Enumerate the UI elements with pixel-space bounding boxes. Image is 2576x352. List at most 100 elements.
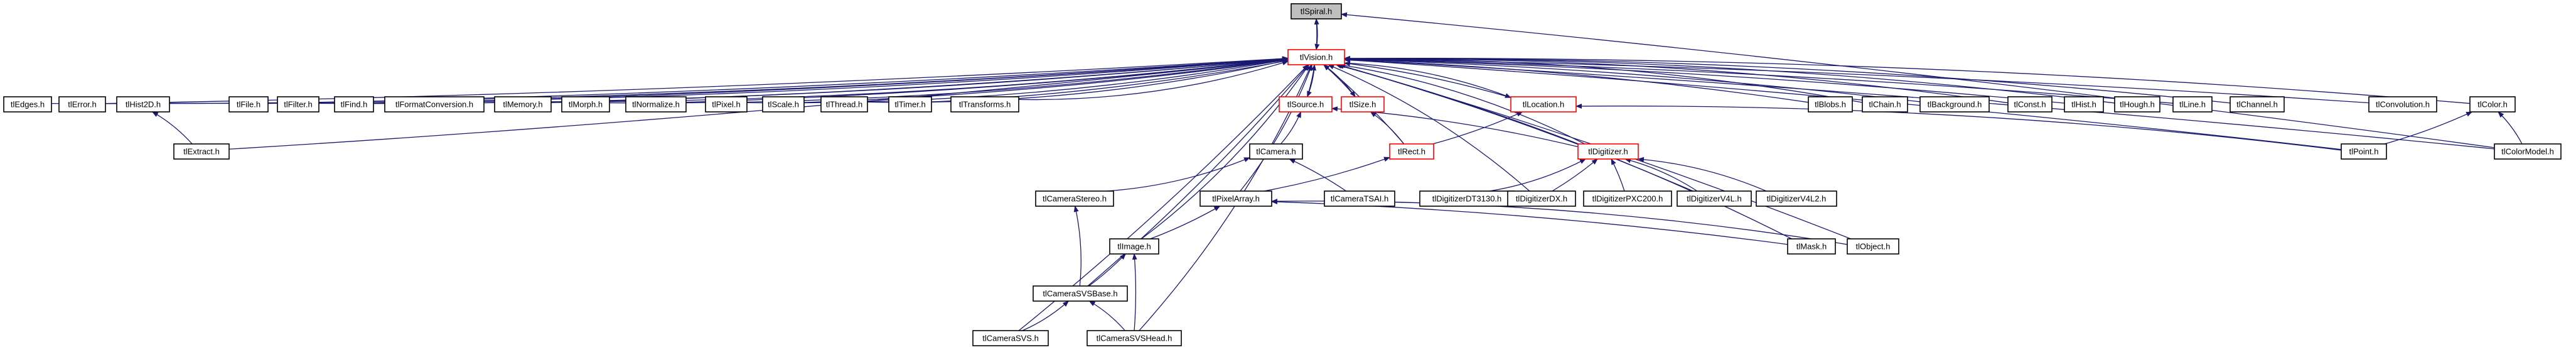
- node-tlHist[interactable]: tlHist.h: [2064, 96, 2104, 113]
- node-box: [2469, 96, 2516, 113]
- edges-layer: [51, 12, 2523, 331]
- edge-tlConvolution-to-tlVision: [1344, 56, 2369, 104]
- node-box: [1808, 96, 1853, 113]
- edge-tlCameraTSAI-to-tlCamera: [1289, 158, 1347, 192]
- edge-tlColor-to-tlVision: [1344, 55, 2471, 104]
- node-tlCamera[interactable]: tlCamera.h: [1249, 143, 1303, 160]
- node-tlTransforms[interactable]: tlTransforms.h: [950, 96, 1019, 113]
- node-box: [2114, 96, 2160, 113]
- node-tlCameraSVSBase[interactable]: tlCameraSVSBase.h: [1033, 285, 1128, 302]
- node-label: tlMemory.h: [503, 99, 542, 109]
- node-tlLine[interactable]: tlLine.h: [2172, 96, 2213, 113]
- edge-tlCameraSVSHead-to-tlImage: [1132, 253, 1137, 331]
- node-label: tlMask.h: [1796, 241, 1827, 251]
- node-label: tlChain.h: [1869, 99, 1901, 109]
- node-label: tlFind.h: [341, 99, 368, 109]
- node-tlCameraSVS[interactable]: tlCameraSVS.h: [972, 330, 1049, 346]
- node-box: [1249, 143, 1303, 160]
- edge-tlLocation-to-tlVision: [1344, 61, 1511, 98]
- node-label: tlCameraStereo.h: [1043, 194, 1107, 203]
- node-box: [1324, 190, 1395, 207]
- node-tlNormalize[interactable]: tlNormalize.h: [625, 96, 687, 113]
- node-tlMorph[interactable]: tlMorph.h: [561, 96, 610, 113]
- node-tlThread[interactable]: tlThread.h: [820, 96, 868, 113]
- node-tlConst[interactable]: tlConst.h: [2007, 96, 2053, 113]
- node-tlSize[interactable]: tlSize.h: [1341, 96, 1385, 113]
- node-tlDigitizerV4L2[interactable]: tlDigitizerV4L2.h: [1756, 190, 1837, 207]
- node-tlRect[interactable]: tlRect.h: [1389, 143, 1434, 160]
- node-tlBlobs[interactable]: tlBlobs.h: [1808, 96, 1853, 113]
- node-tlPixel[interactable]: tlPixel.h: [705, 96, 748, 113]
- node-tlColorModel[interactable]: tlColorModel.h: [2494, 143, 2562, 160]
- node-tlMemory[interactable]: tlMemory.h: [494, 96, 552, 113]
- node-tlFormatConversion[interactable]: tlFormatConversion.h: [384, 96, 485, 113]
- node-tlPoint[interactable]: tlPoint.h: [2341, 143, 2387, 160]
- node-tlHough[interactable]: tlHough.h: [2114, 96, 2160, 113]
- edge-tlSpiral-to-tlVision: [1314, 18, 1320, 50]
- node-tlChain[interactable]: tlChain.h: [1862, 96, 1908, 113]
- node-tlColor[interactable]: tlColor.h: [2469, 96, 2516, 113]
- node-tlObject[interactable]: tlObject.h: [1847, 238, 1899, 255]
- node-tlDigitizerDT3130[interactable]: tlDigitizerDT3130.h: [1419, 190, 1515, 207]
- edge-tlCameraSVSHead-to-tlCameraSVSBase: [1088, 300, 1125, 331]
- node-tlVision[interactable]: tlVision.h: [1287, 49, 1345, 65]
- node-label: tlThread.h: [826, 99, 863, 109]
- node-label: tlCameraSVSBase.h: [1043, 289, 1117, 298]
- node-tlCameraSVSHead[interactable]: tlCameraSVSHead.h: [1087, 330, 1182, 346]
- node-box: [2172, 96, 2213, 113]
- node-label: tlEdges.h: [11, 99, 45, 109]
- node-tlExtract[interactable]: tlExtract.h: [173, 143, 230, 160]
- node-label: tlCamera.h: [1256, 146, 1296, 156]
- edge-tlDigitizerV4L-to-tlVision: [1336, 63, 1693, 192]
- nodes-layer: tlSpiral.h tlVision.h tlEdges.h tlError.h tl…: [3, 3, 2562, 346]
- node-label: tlVision.h: [1300, 52, 1333, 62]
- node-tlDigitizerDX[interactable]: tlDigitizerDX.h: [1507, 190, 1576, 207]
- node-label: tlCameraSVSHead.h: [1097, 333, 1173, 343]
- node-tlTimer[interactable]: tlTimer.h: [888, 96, 932, 113]
- node-tlBackground[interactable]: tlBackground.h: [1919, 96, 1990, 113]
- node-box: [1389, 143, 1434, 160]
- node-tlCameraTSAI[interactable]: tlCameraTSAI.h: [1324, 190, 1395, 207]
- node-tlLocation[interactable]: tlLocation.h: [1510, 96, 1577, 113]
- node-tlFilter[interactable]: tlFilter.h: [277, 96, 319, 113]
- node-tlCameraStereo[interactable]: tlCameraStereo.h: [1035, 190, 1114, 207]
- node-label: tlPoint.h: [2349, 146, 2379, 156]
- node-tlConvolution[interactable]: tlConvolution.h: [2368, 96, 2437, 113]
- node-label: tlCameraSVS.h: [982, 333, 1039, 343]
- node-label: tlDigitizerV4L2.h: [1767, 194, 1827, 203]
- node-label: tlHist2D.h: [126, 99, 161, 109]
- edge-tlVision-to-tlLocation: [1344, 62, 1511, 98]
- node-tlChannel[interactable]: tlChannel.h: [2230, 96, 2285, 113]
- node-box: [950, 96, 1019, 113]
- node-box: [228, 96, 269, 113]
- node-tlScale[interactable]: tlScale.h: [762, 96, 805, 113]
- node-box: [1033, 285, 1128, 302]
- edge-tlPoint-to-tlLocation: [1575, 103, 2342, 151]
- node-tlDigitizerPXC200[interactable]: tlDigitizerPXC200.h: [1583, 190, 1672, 207]
- node-box: [2368, 96, 2437, 113]
- node-box: [334, 96, 374, 113]
- node-tlImage[interactable]: tlImage.h: [1109, 238, 1159, 255]
- node-label: tlDigitizerPXC200.h: [1592, 194, 1663, 203]
- edge-tlBackground-to-tlVision: [1344, 57, 1921, 102]
- edge-tlColorModel-to-tlColor: [2498, 111, 2523, 145]
- node-label: tlScale.h: [768, 99, 799, 109]
- node-box: [972, 330, 1049, 346]
- node-tlDigitizer[interactable]: tlDigitizer.h: [1577, 143, 1639, 160]
- edge-tlRect-to-tlSize: [1370, 111, 1405, 145]
- node-tlError[interactable]: tlError.h: [58, 96, 106, 113]
- node-tlMask[interactable]: tlMask.h: [1787, 238, 1836, 255]
- edge-tlDigitizer-to-tlVision: [1339, 63, 1586, 145]
- edge-tlCameraStereo-to-tlCamera: [1107, 157, 1250, 192]
- node-box: [820, 96, 868, 113]
- node-box: [277, 96, 319, 113]
- node-tlSpiral[interactable]: tlSpiral.h: [1291, 3, 1342, 19]
- node-tlPixelArray[interactable]: tlPixelArray.h: [1199, 190, 1272, 207]
- node-tlSource[interactable]: tlSource.h: [1279, 96, 1333, 113]
- node-tlDigitizerV4L[interactable]: tlDigitizerV4L.h: [1677, 190, 1752, 207]
- node-tlFind[interactable]: tlFind.h: [334, 96, 374, 113]
- node-tlEdges[interactable]: tlEdges.h: [3, 96, 52, 113]
- node-tlHist2D[interactable]: tlHist2D.h: [116, 96, 170, 113]
- node-tlFile[interactable]: tlFile.h: [228, 96, 269, 113]
